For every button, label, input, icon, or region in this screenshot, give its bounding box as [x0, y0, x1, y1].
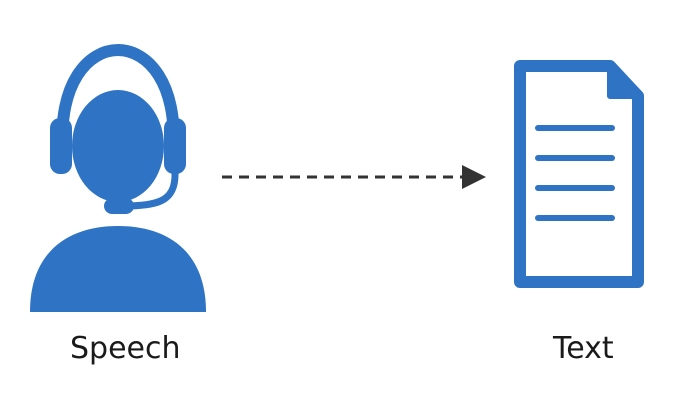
person-head	[72, 90, 164, 202]
document-outline	[514, 60, 644, 288]
text-label: Text	[553, 331, 614, 366]
headset-mic-boom	[126, 168, 179, 210]
person-body	[30, 226, 206, 312]
headset-mic	[104, 198, 134, 214]
document-icon	[514, 60, 644, 288]
headset-ear-right	[164, 118, 186, 174]
document-lines	[535, 125, 615, 221]
headset-person-icon	[30, 43, 206, 312]
speech-label: Speech	[70, 331, 181, 366]
document-fold	[607, 63, 641, 99]
headset-ear-left	[50, 118, 72, 174]
arrow-head	[462, 165, 486, 189]
headset-band	[56, 43, 180, 156]
flow-arrow	[222, 165, 486, 189]
